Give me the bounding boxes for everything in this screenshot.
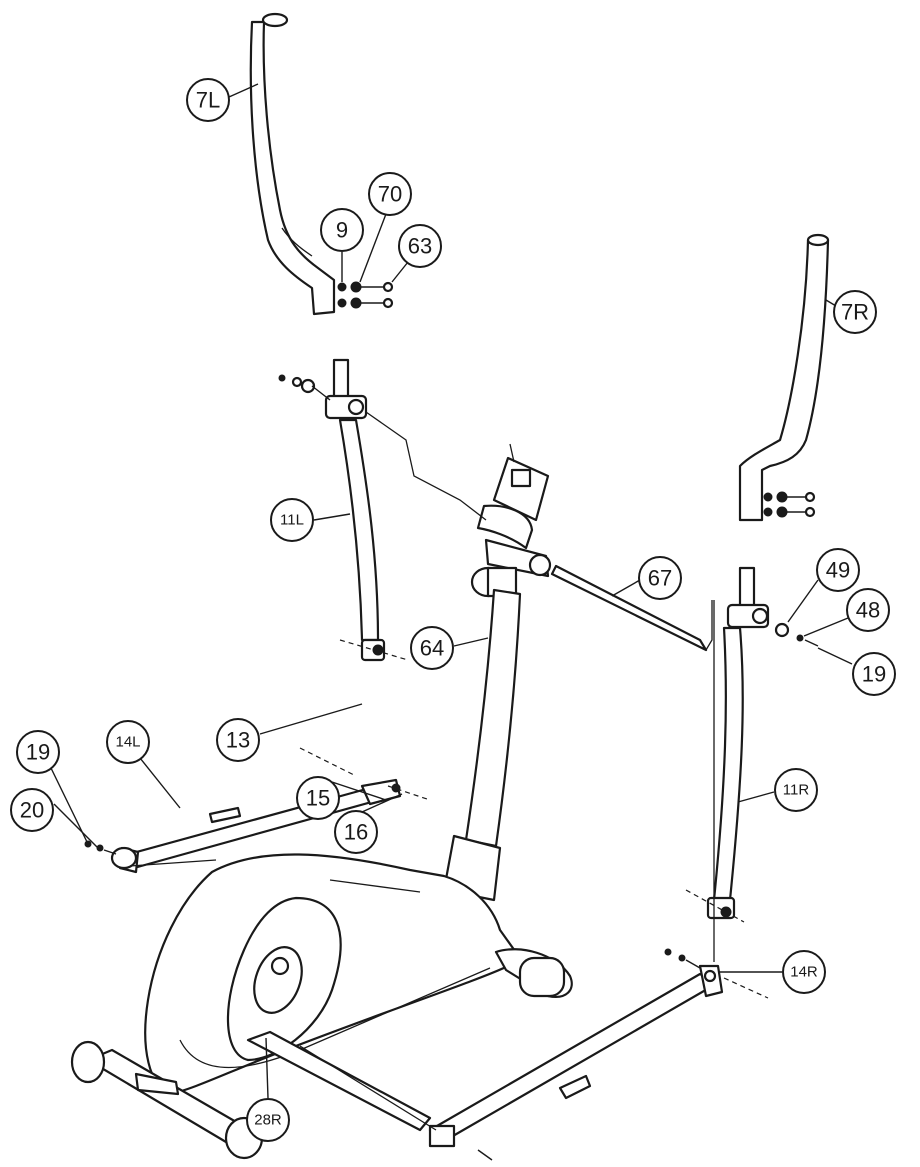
svg-text:63: 63 <box>408 234 432 259</box>
assembly-leader-lines <box>129 411 713 1131</box>
svg-text:7L: 7L <box>196 88 220 113</box>
callout-9: 9 <box>320 208 364 282</box>
callout-28R: 28R <box>246 1037 290 1142</box>
lower-arm-11L <box>278 358 409 662</box>
svg-text:64: 64 <box>420 636 444 661</box>
bolt-set-7L <box>337 281 394 309</box>
svg-text:13: 13 <box>226 728 250 753</box>
svg-text:20: 20 <box>20 798 44 823</box>
svg-text:14R: 14R <box>790 964 818 981</box>
callout-7R: 7R <box>825 290 877 334</box>
callout-64: 64 <box>410 626 489 670</box>
callout-19-left: 19 <box>16 730 89 845</box>
callout-20: 20 <box>10 788 99 849</box>
main-frame-housing <box>144 853 573 1132</box>
svg-text:67: 67 <box>648 566 672 591</box>
callout-63: 63 <box>391 224 442 283</box>
svg-text:14L: 14L <box>115 734 140 751</box>
pedal-arm-14L <box>84 747 431 874</box>
callout-15: 15 <box>296 776 387 820</box>
callout-16: 16 <box>334 793 403 854</box>
svg-text:19: 19 <box>862 662 886 687</box>
callout-14R: 14R <box>718 950 826 994</box>
svg-text:16: 16 <box>344 820 368 845</box>
callout-19-right: 19 <box>817 647 896 696</box>
axle-67 <box>550 564 708 652</box>
svg-text:48: 48 <box>856 598 880 623</box>
svg-text:28R: 28R <box>254 1112 282 1129</box>
lower-arm-11R <box>685 566 819 962</box>
callout-70: 70 <box>359 172 412 283</box>
callout-49: 49 <box>787 548 860 623</box>
callout-13: 13 <box>216 703 363 762</box>
callout-67: 67 <box>611 556 682 600</box>
callout-14L: 14L <box>106 720 181 809</box>
console-bracket <box>476 443 550 550</box>
svg-text:49: 49 <box>826 558 850 583</box>
svg-text:9: 9 <box>336 218 348 243</box>
callout-11R: 11R <box>737 768 818 812</box>
callout-7L: 7L <box>186 78 259 122</box>
pedal-arm-14R <box>428 948 769 1161</box>
handlebar-7R <box>738 233 830 522</box>
svg-text:11L: 11L <box>280 512 304 529</box>
svg-text:7R: 7R <box>841 300 869 325</box>
svg-text:70: 70 <box>378 182 402 207</box>
handlebar-7L <box>249 12 336 316</box>
callout-48: 48 <box>803 588 890 637</box>
mast-64 <box>442 538 552 902</box>
svg-text:19: 19 <box>26 740 50 765</box>
svg-text:15: 15 <box>306 786 330 811</box>
svg-text:11R: 11R <box>783 782 810 799</box>
callout-11L: 11L <box>270 498 351 542</box>
